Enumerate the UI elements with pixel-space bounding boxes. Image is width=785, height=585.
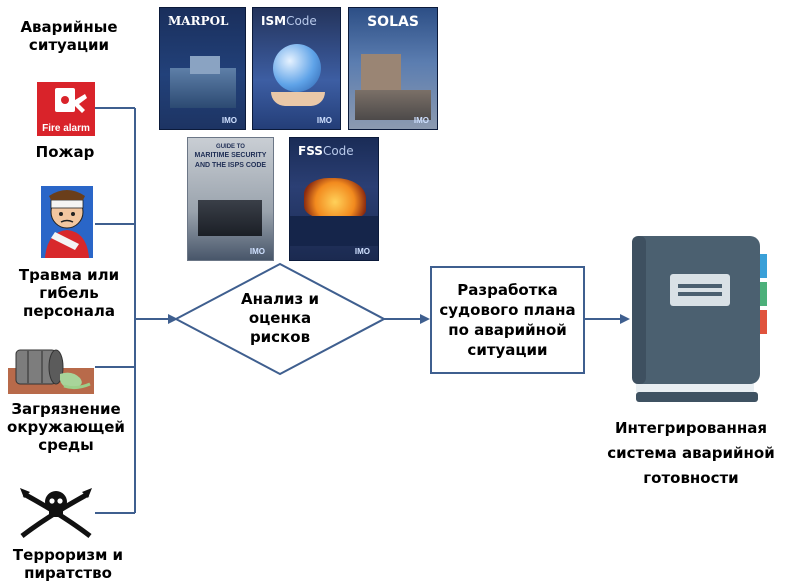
cover-fss-code: FSSCode IMO [289, 137, 379, 261]
emergency-label-pollution: Загрязнение окружающей среды [7, 400, 125, 454]
skull-crossbones-icon [18, 486, 94, 538]
cover-isps-line3: AND THE ISPS CODE [194, 162, 267, 169]
book-icon [630, 234, 770, 404]
emergency-label-terrorism: Терроризм и пиратство [12, 546, 124, 582]
plan-box: Разработка судового плана по аварийной с… [430, 266, 585, 374]
analysis-diamond [173, 262, 387, 376]
cover-fss-publisher: IMO [354, 247, 370, 256]
emergency-label-fire: Пожар [35, 143, 95, 161]
cover-fss-title-suffix: Code [322, 144, 354, 158]
result-label: Интегрированная система аварийной готовн… [607, 419, 775, 487]
fire-alarm-icon: Fire alarm [37, 82, 95, 136]
analysis-text: Анализ и оценка рисков [240, 290, 320, 346]
cover-fss-title: FSS [298, 144, 323, 158]
emergency-label-injury: Травма или гибель персонала [18, 266, 120, 320]
cover-isps-line1: GUIDE TO [216, 144, 245, 150]
cover-isps-publisher: IMO [249, 247, 265, 256]
cover-marpol-publisher: IMO [221, 116, 237, 125]
cover-isps-guide: GUIDE TO MARITIME SECURITY AND THE ISPS … [187, 137, 274, 261]
cover-ism-title: ISM [261, 14, 287, 28]
cover-ism-title-row: ISMCode [261, 14, 317, 28]
cover-solas-title: SOLAS [367, 14, 419, 30]
cover-marpol: MARPOL IMO [159, 7, 246, 130]
cover-ism-title-suffix: Code [286, 14, 317, 28]
emergencies-title: Аварийные ситуации [20, 18, 118, 54]
cover-marpol-title: MARPOL [168, 14, 229, 28]
fire-alarm-icon-text: Fire alarm [42, 123, 90, 134]
cover-solas-publisher: IMO [413, 116, 429, 125]
oil-spill-barrel-icon [6, 346, 96, 396]
injured-person-icon [41, 186, 93, 258]
cover-fss-title-row: FSSCode [298, 144, 354, 158]
cover-ism-code: ISMCode IMO [252, 7, 341, 130]
cover-ism-publisher: IMO [316, 116, 332, 125]
cover-solas: SOLAS IMO [348, 7, 438, 130]
cover-isps-line2: MARITIME SECURITY [194, 152, 267, 159]
